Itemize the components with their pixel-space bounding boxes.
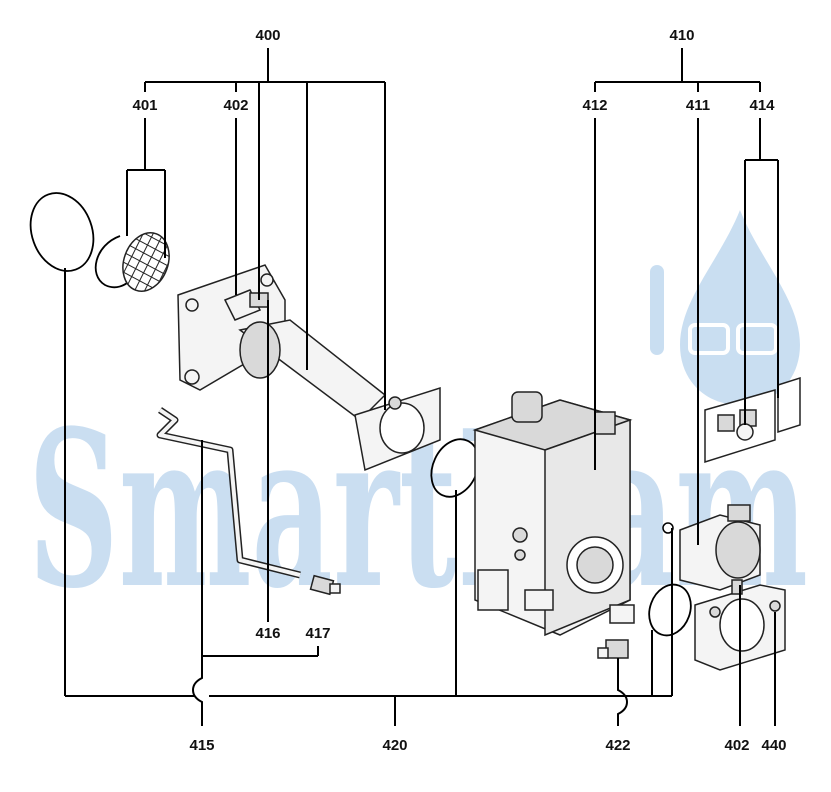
- leader-lines: [64, 48, 779, 726]
- label-422: 422: [605, 737, 630, 754]
- ring-large: [29, 192, 95, 272]
- label-401: 401: [132, 97, 157, 114]
- label-416: 416: [255, 625, 280, 642]
- label-440: 440: [761, 737, 786, 754]
- valve-body-412: [472, 391, 635, 637]
- label-402-left: 402: [223, 97, 248, 114]
- fitting-417: [309, 574, 341, 596]
- label-417: 417: [305, 625, 330, 642]
- fitting-422: [597, 639, 629, 659]
- filter-mesh: [115, 226, 177, 298]
- label-402-right: 402: [724, 737, 749, 754]
- label-412: 412: [582, 97, 607, 114]
- label-410: 410: [669, 27, 694, 44]
- flange-pipe-assembly: [177, 264, 441, 472]
- gasket-plate-414: [704, 376, 801, 464]
- label-414: 414: [749, 97, 775, 114]
- label-400: 400: [255, 27, 280, 44]
- watermark-logo: [650, 210, 800, 405]
- actuator-411: [679, 504, 761, 591]
- label-420: 420: [382, 737, 407, 754]
- o-ring-right: [648, 583, 692, 637]
- label-411: 411: [686, 97, 710, 114]
- label-415: 415: [189, 737, 214, 754]
